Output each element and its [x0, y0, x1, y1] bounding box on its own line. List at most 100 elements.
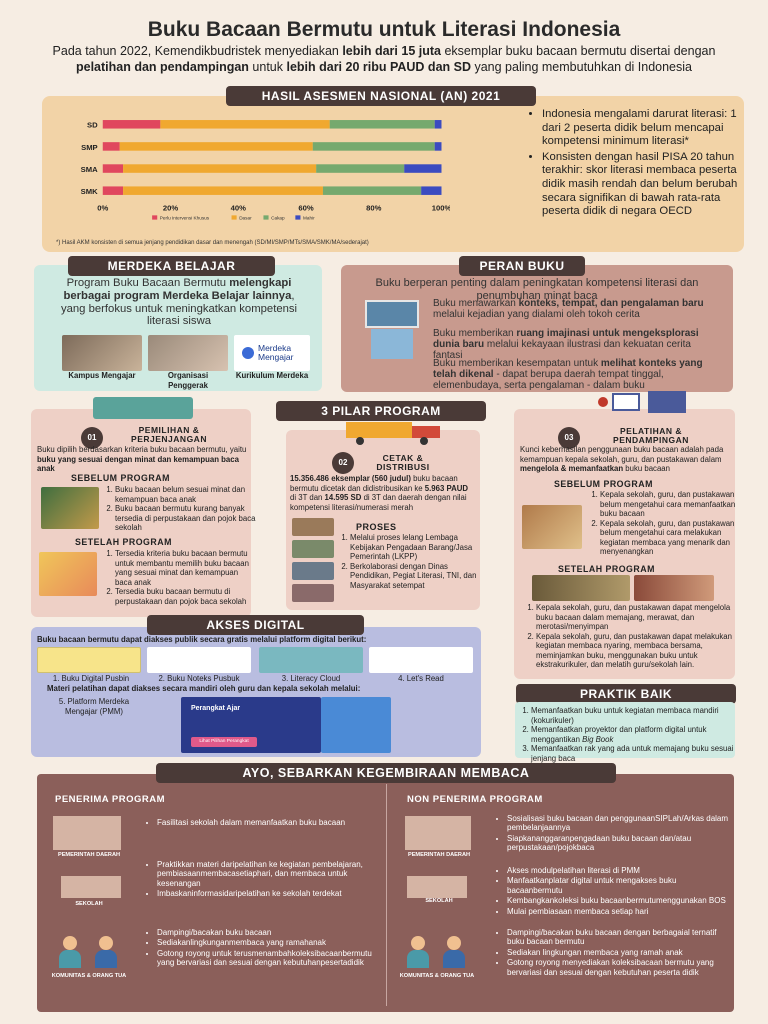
praktik-panel: Memanfaatkan buku untuk kegiatan membaca… — [515, 702, 735, 763]
pilar-3-setelah-list: Kepala sekolah, guru, dan pustakawan dap… — [536, 603, 742, 670]
window-illustration — [365, 300, 419, 328]
proses-photo-2 — [292, 540, 334, 558]
pmm-label[interactable]: 5. Platform Merdeka Mengajar (PMM) — [58, 697, 130, 716]
peran-item-3: Buku memberikan kesempatan untuk melihat… — [433, 358, 703, 391]
bar-segment — [434, 142, 442, 151]
pilar-2-desc: 15.356.486 eksemplar (560 judul) buku ba… — [290, 474, 468, 512]
pemda-building-icon — [53, 816, 121, 850]
x-tick-label: 80% — [366, 203, 381, 212]
an-findings: Indonesia mengalami darurat literasi: 1 … — [530, 108, 738, 221]
pilar-3-sebelum: SEBELUM PROGRAM — [554, 479, 653, 489]
caption-kurikulum: Kurikulum Merdeka — [235, 371, 309, 380]
proses-photo-1 — [292, 518, 334, 536]
proses-photo-3 — [292, 562, 334, 580]
x-tick-label: 0% — [97, 203, 108, 212]
family-icon — [407, 936, 477, 970]
organisasi-penggerak-photo — [148, 335, 228, 371]
platform-label[interactable]: 3. Literacy Cloud — [281, 674, 341, 683]
sekolah-building-icon — [407, 876, 467, 898]
merdeka-header: MERDEKA BELAJAR — [68, 256, 275, 276]
penerima-pemda-list: Fasilitasi sekolah dalam memanfaatkan bu… — [147, 818, 383, 828]
non-pemda-list: Sosialisasi buku bacaan dan penggunaanSI… — [497, 814, 729, 854]
platform-label[interactable]: 2. Buku Noteks Pusbuk — [158, 674, 240, 683]
non-penerima-header: NON PENERIMA PROGRAM — [407, 794, 543, 805]
platform-pusbuk-screenshot[interactable] — [147, 647, 251, 673]
platform-label[interactable]: 1. Buku Digital Pusbin — [52, 674, 130, 683]
penerima-column: PENERIMA PROGRAM PEMERINTAH DAERAH Fasil… — [37, 774, 386, 1012]
pilar-3-setelah: SETELAH PROGRAM — [558, 564, 655, 574]
pilar-3-number: 03 — [558, 427, 580, 449]
legend-swatch — [231, 215, 237, 220]
pilar-1-before-photo — [41, 487, 99, 529]
lihat-pilihan-button[interactable]: Lihat Pilihan Perangkat — [191, 737, 257, 747]
praktik-header: PRAKTIK BAIK — [516, 684, 736, 704]
pemda-building-icon — [405, 816, 471, 850]
sekolah-building-icon — [61, 876, 121, 898]
bar-segment — [102, 186, 124, 195]
pilar-2-title: CETAK & DISTRIBUSI — [376, 453, 430, 473]
pilar-1-after-photo — [39, 552, 97, 596]
pilar-3-before-photo — [522, 505, 582, 549]
digital-lead: Buku bacaan bermutu dapat diakses publik… — [37, 635, 367, 644]
an-finding: Indonesia mengalami darurat literasi: 1 … — [542, 108, 738, 149]
non-sekolah-list: Akses modulpelatihan literasi di PMM Man… — [497, 866, 729, 917]
akses-digital-panel: Buku bacaan bermutu dapat diakses publik… — [31, 627, 481, 757]
bar-segment — [123, 164, 317, 173]
pilar-1-title: PEMILIHAN & PERJENJANGAN — [131, 425, 207, 445]
pilar-3-after-photo-1 — [532, 575, 630, 601]
pilar-2-proses-list: Melalui proses lelang Lembaga Kebijakan … — [350, 533, 486, 590]
peran-item-1: Buku menawarkan konteks, tempat, dan pen… — [433, 298, 704, 320]
caption-kampus: Kampus Mengajar — [68, 371, 136, 380]
pilar-3-title: PELATIHAN & PENDAMPINGAN — [613, 426, 689, 446]
bar-segment — [102, 164, 124, 173]
legend-swatch — [152, 215, 158, 220]
intro-text: Pada tahun 2022, Kemendikbudristek menye… — [52, 44, 716, 74]
platform-lets-read-screenshot[interactable] — [369, 647, 473, 673]
category-label: SD — [87, 121, 98, 130]
ayo-header: AYO, SEBARKAN KEGEMBIRAAN MEMBACA — [156, 763, 616, 783]
logo-icon — [242, 347, 254, 359]
truck-icon — [346, 422, 442, 445]
digital-header: AKSES DIGITAL — [147, 615, 364, 635]
proses-photo-4 — [292, 584, 334, 602]
merdeka-mengajar-logo: Merdeka Mengajar — [234, 335, 310, 371]
peran-item-2: Buku memberikan ruang imajinasi untuk me… — [433, 328, 699, 361]
bar-segment — [404, 164, 442, 173]
x-tick-label: 60% — [298, 203, 313, 212]
pilar-2-card: 02 CETAK & DISTRIBUSI 15.356.486 eksempl… — [286, 422, 480, 610]
pilar-3-after-photo-2 — [634, 575, 714, 601]
bar-segment — [316, 164, 405, 173]
pmm-illustration — [321, 697, 391, 753]
caption-organisasi: Organisasi Penggerak — [167, 371, 209, 390]
pilar-3-desc: Kunci keberhasilan penggunaan buku bacaa… — [520, 445, 724, 473]
platform-literacy-cloud-screenshot[interactable] — [259, 647, 363, 673]
non-penerima-column: NON PENERIMA PROGRAM PEMERINTAH DAERAH S… — [387, 774, 734, 1012]
bar-segment — [312, 142, 435, 151]
penerima-sekolah-list: Praktikkan materi daripelatihan ke kegia… — [147, 860, 383, 900]
platform-pusbin-screenshot[interactable] — [37, 647, 141, 673]
x-tick-label: 100% — [432, 203, 450, 212]
merdeka-belajar-panel: Program Buku Bacaan Bermutu melengkapi b… — [34, 265, 322, 391]
pilar-1-setelah-list: Tersedia kriteria buku bacaan bermutu un… — [115, 549, 257, 606]
pmm-screenshot[interactable]: Perangkat Ajar Lihat Pilihan Perangkat — [181, 697, 321, 753]
pilar-2-number: 02 — [332, 452, 354, 474]
pilar-1-number: 01 — [81, 427, 103, 449]
bar-segment — [102, 120, 161, 129]
merdeka-text: Program Buku Bacaan Bermutu melengkapi b… — [60, 277, 298, 328]
platform-label[interactable]: 4. Let's Read — [398, 674, 444, 683]
category-label: SMP — [81, 143, 98, 152]
bar-segment — [160, 120, 330, 129]
pilar-2-proses: PROSES — [356, 522, 397, 532]
legend-label: Mahir — [303, 216, 315, 221]
book-icon — [93, 397, 193, 419]
pilar-1-sebelum: SEBELUM PROGRAM — [71, 473, 170, 483]
bar-segment — [102, 142, 120, 151]
digital-lead-2: Materi pelatihan dapat diakses secara ma… — [47, 684, 361, 693]
pemda-label: PEMERINTAH DAERAH — [407, 852, 471, 858]
legend-label: Perlu Intervensi Khusus — [160, 216, 210, 221]
pilar-header: 3 PILAR PROGRAM — [276, 401, 486, 421]
column-divider — [386, 784, 387, 1006]
sekolah-label: SEKOLAH — [75, 901, 103, 907]
bar-segment — [322, 186, 422, 195]
